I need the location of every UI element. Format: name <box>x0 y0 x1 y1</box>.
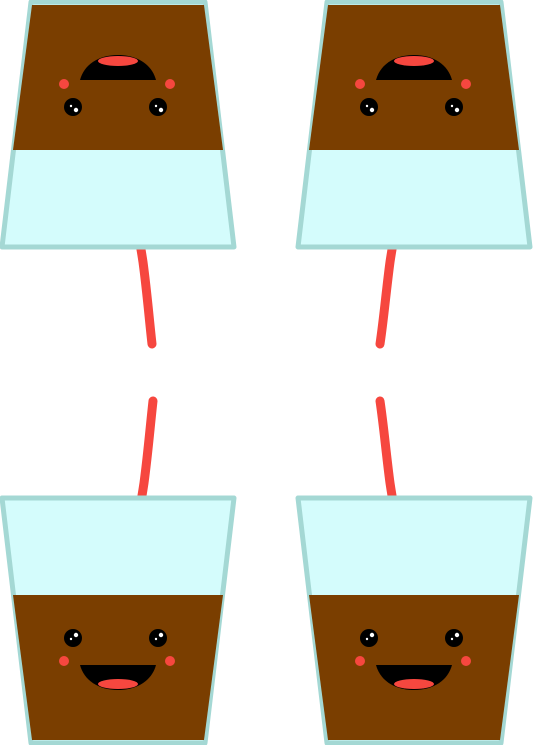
cup-bottom-left <box>2 396 234 743</box>
cup-top-left <box>2 2 234 349</box>
cup-icon <box>298 2 530 247</box>
cup-icon <box>2 498 234 743</box>
cup-top-right <box>298 2 530 349</box>
cup-icon <box>298 498 530 743</box>
cup-icon <box>2 2 234 247</box>
cup-bottom-right <box>298 396 530 743</box>
